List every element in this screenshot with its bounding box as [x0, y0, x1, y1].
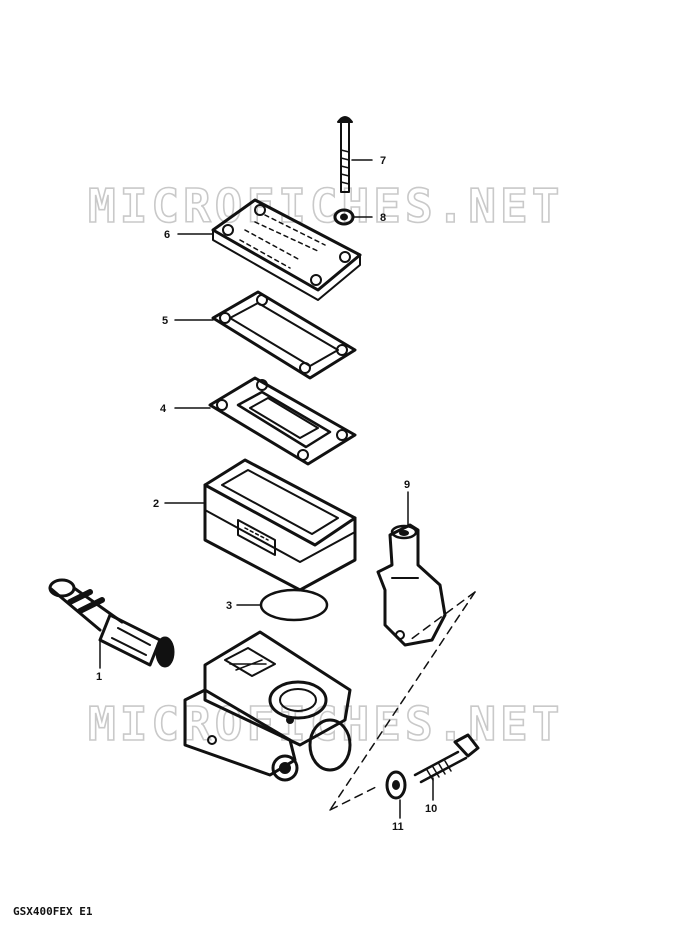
model-code: GSX400FEX E1: [13, 905, 93, 918]
callout-1: 1: [96, 671, 102, 683]
callout-5: 5: [162, 315, 168, 327]
part-2-reservoir: [203, 458, 357, 592]
part-9-holder: [376, 523, 447, 647]
callout-2: 2: [153, 498, 159, 510]
part-5-plate: [211, 290, 357, 380]
part-3-o-ring: [259, 588, 329, 622]
part-11-washer: [385, 770, 407, 800]
part-8-washer: [333, 208, 355, 226]
watermark-top: MICROFICHES.NET: [88, 179, 563, 233]
part-6-cap: [211, 198, 362, 301]
assembly-lines: [329, 591, 476, 811]
callout-7: 7: [380, 155, 386, 167]
part-10-bolt: [413, 733, 480, 784]
callout-3: 3: [226, 600, 232, 612]
part-master-cylinder-body: [183, 630, 352, 782]
part-7-screw: [337, 116, 353, 193]
callout-10: 10: [425, 803, 437, 815]
callout-4: 4: [160, 403, 167, 415]
callout-9: 9: [404, 479, 410, 491]
part-1-piston: [48, 578, 175, 668]
callout-11: 11: [392, 821, 404, 833]
part-4-diaphragm: [208, 376, 357, 466]
leader-lines: [99, 159, 434, 819]
callout-8: 8: [380, 212, 386, 224]
callout-6: 6: [164, 229, 170, 241]
